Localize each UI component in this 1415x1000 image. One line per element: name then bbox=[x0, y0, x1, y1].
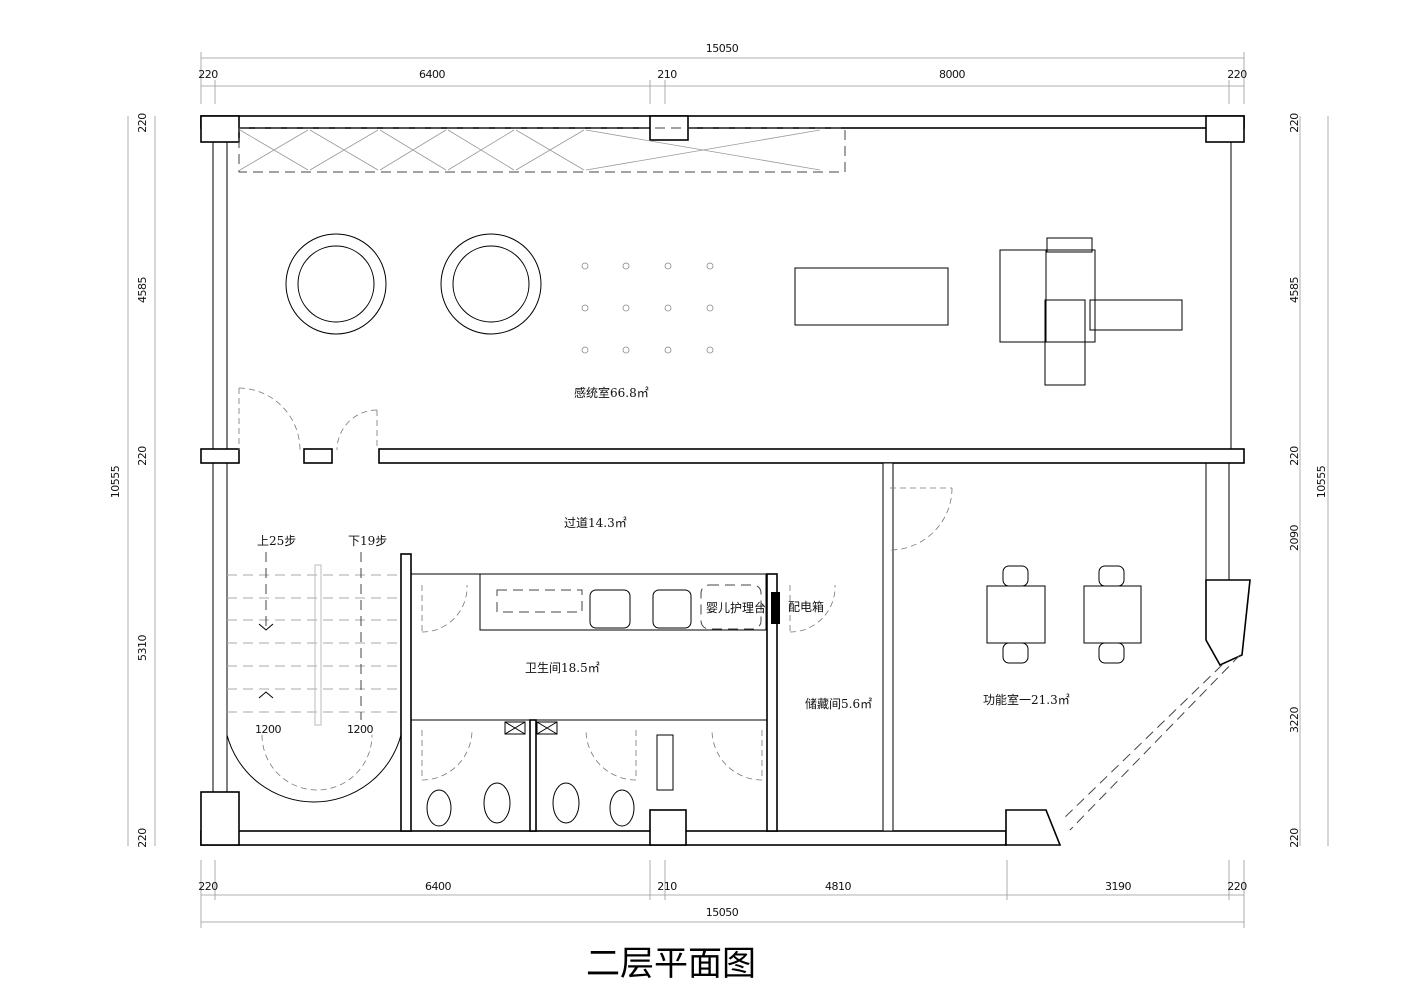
dim-right-seg: 3220 bbox=[1288, 707, 1301, 733]
dim-bottom-total: 15050 bbox=[706, 906, 739, 919]
stair-width-left: 1200 bbox=[255, 723, 281, 736]
dim-left-seg: 5310 bbox=[136, 635, 149, 661]
dim-right-total: 10555 bbox=[1315, 465, 1328, 498]
dim-top-seg: 8000 bbox=[939, 68, 965, 81]
urinal-icon bbox=[609, 789, 635, 827]
dim-left-seg: 220 bbox=[136, 828, 149, 848]
walls bbox=[200, 115, 1251, 846]
left-dimensions: 220 4585 220 10555 5310 220 bbox=[109, 113, 156, 848]
urinal-icon bbox=[426, 789, 452, 827]
right-dimensions: 220 4585 220 10555 2090 3220 220 bbox=[1288, 113, 1329, 848]
bottom-dimensions: 220 6400 210 4810 3190 220 15050 bbox=[198, 860, 1248, 928]
stair-width-right: 1200 bbox=[347, 723, 373, 736]
dim-bottom-seg: 220 bbox=[1227, 880, 1247, 893]
dim-top-seg: 6400 bbox=[419, 68, 445, 81]
dim-right-seg: 220 bbox=[1288, 446, 1301, 466]
dim-left-total: 10555 bbox=[109, 465, 122, 498]
dim-right-seg: 220 bbox=[1288, 828, 1301, 848]
stairs-down-label: 下19步 bbox=[348, 534, 387, 548]
toilet-icon bbox=[483, 782, 511, 824]
room-label-restroom: 卫生间18.5㎡ bbox=[525, 661, 600, 675]
dim-right-seg: 220 bbox=[1288, 113, 1301, 133]
dim-right-seg: 2090 bbox=[1288, 525, 1301, 551]
dim-right-seg: 4585 bbox=[1288, 277, 1301, 303]
toilet-icon bbox=[552, 782, 580, 824]
electric-box-icon bbox=[771, 592, 780, 624]
room-label-storage: 储藏间5.6㎡ bbox=[805, 696, 872, 711]
dim-bottom-seg: 220 bbox=[198, 880, 218, 893]
dim-bottom-seg: 6400 bbox=[425, 880, 451, 893]
dim-bottom-seg: 3190 bbox=[1105, 880, 1131, 893]
dim-top-seg: 220 bbox=[1227, 68, 1247, 81]
staircase bbox=[226, 552, 402, 803]
stairs-up-label: 上25步 bbox=[257, 534, 296, 548]
dim-left-seg: 220 bbox=[136, 446, 149, 466]
restroom-fixtures bbox=[426, 573, 780, 827]
room-label-sensory: 感统室66.8㎡ bbox=[574, 385, 649, 400]
dim-top-total: 15050 bbox=[706, 42, 739, 55]
sensory-room-equipment bbox=[285, 233, 1183, 386]
electric-box-label: 配电箱 bbox=[788, 599, 824, 614]
top-cabinets bbox=[238, 127, 846, 173]
dim-bottom-seg: 210 bbox=[657, 880, 677, 893]
drawing-title: 二层平面图 bbox=[586, 944, 756, 984]
dim-left-seg: 220 bbox=[136, 113, 149, 133]
doors bbox=[238, 387, 953, 781]
dim-bottom-seg: 4810 bbox=[825, 880, 851, 893]
top-dimensions: 15050 220 6400 210 8000 220 bbox=[198, 42, 1248, 104]
dim-top-seg: 210 bbox=[657, 68, 677, 81]
dim-left-seg: 4585 bbox=[136, 277, 149, 303]
room-label-corridor: 过道14.3㎡ bbox=[564, 516, 627, 530]
dim-top-seg: 220 bbox=[198, 68, 218, 81]
room-label-function: 功能室一21.3㎡ bbox=[983, 692, 1070, 707]
function-room-tables bbox=[986, 565, 1142, 664]
baby-station-label: 婴儿护理台 bbox=[706, 600, 766, 615]
